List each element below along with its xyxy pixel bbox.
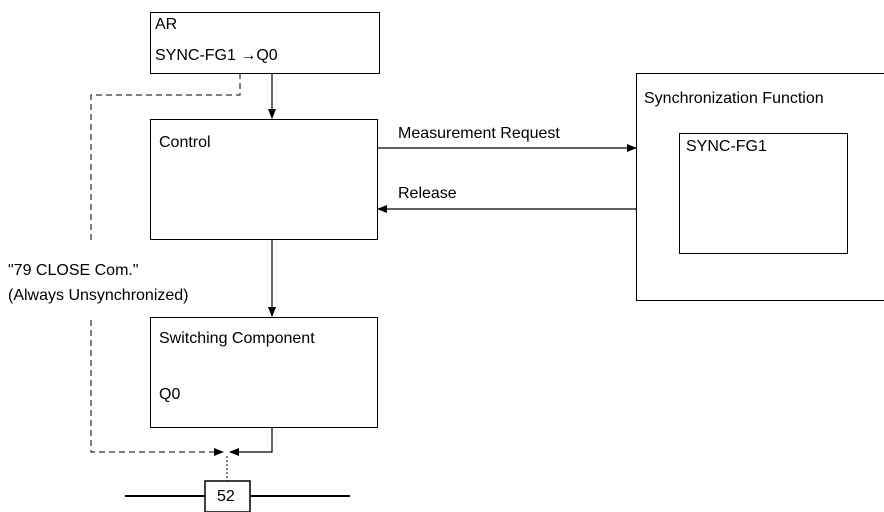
synchronization-function-title: Synchronization Function xyxy=(644,90,824,107)
dashed-close-command-top xyxy=(90,73,241,242)
dashed-close-command-bottom xyxy=(90,320,224,456)
release-label: Release xyxy=(398,185,457,202)
sync-fg1-label: SYNC-FG1 xyxy=(686,138,767,155)
switching-component-box: Switching Component Q0 xyxy=(150,317,378,428)
sync-fg1-box: SYNC-FG1 xyxy=(679,133,848,254)
close-command-label: "79 CLOSE Com." xyxy=(8,262,139,279)
ar-box: AR SYNC-FG1 →Q0 xyxy=(150,12,380,74)
ar-sync-label: SYNC-FG1 →Q0 xyxy=(155,47,278,64)
breaker-label: 52 xyxy=(217,488,235,505)
synchronization-function-box: Synchronization Function SYNC-FG1 xyxy=(636,73,884,301)
control-label: Control xyxy=(159,134,211,151)
breaker-box xyxy=(204,480,251,512)
ar-label: AR xyxy=(155,16,178,33)
arrow-switching-to-breaker xyxy=(229,426,273,456)
switching-component-q0: Q0 xyxy=(159,386,181,403)
switching-component-label: Switching Component xyxy=(159,330,315,347)
close-command-note: (Always Unsynchronized) xyxy=(8,287,189,304)
control-box: Control xyxy=(150,119,378,240)
measurement-request-label: Measurement Request xyxy=(398,125,560,142)
